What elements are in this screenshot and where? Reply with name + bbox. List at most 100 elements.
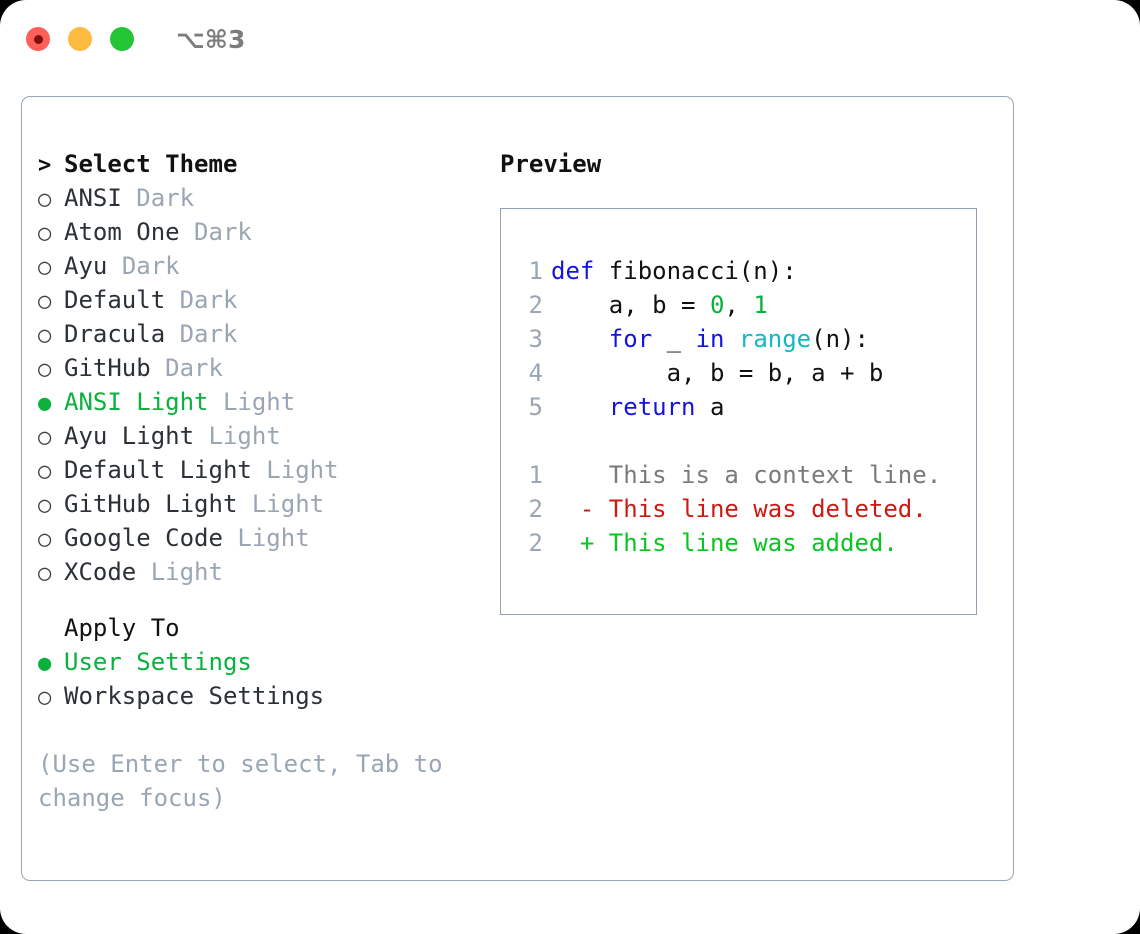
theme-list-item[interactable]: ○Ayu Dark — [38, 249, 488, 283]
code-token-kw: return — [608, 393, 696, 421]
theme-kind-badge: Light — [208, 422, 281, 450]
code-token-plain: a — [695, 393, 725, 421]
radio-selected-icon: ● — [38, 391, 52, 416]
line-number: 1 — [528, 257, 543, 285]
theme-list-item[interactable]: ● ANSI Light Light — [38, 385, 488, 419]
code-token-fn: fibonacci — [608, 257, 739, 285]
radio-unselected-icon: ○ — [38, 357, 52, 382]
code-token-plain: a, b = b, a + b — [551, 359, 884, 387]
hint-spacer — [38, 713, 488, 747]
line-number: 2 — [528, 495, 543, 523]
select-theme-heading: >Select Theme — [38, 147, 488, 181]
code-token-kw: for — [608, 325, 653, 353]
theme-kind-badge: Light — [222, 388, 296, 416]
theme-kind-badge: Dark — [179, 320, 238, 348]
theme-list-item[interactable]: ○ Dracula Dark — [38, 317, 488, 351]
code-line: 3 for _ in range(n): — [517, 322, 976, 356]
code-token-num: 1 — [753, 291, 768, 319]
theme-name: Google Code — [64, 524, 223, 552]
theme-name: Ayu — [64, 252, 108, 280]
apply-to-heading: Apply To — [64, 614, 180, 642]
diff-line: 2 + This line was added. — [517, 526, 976, 560]
theme-list-item[interactable]: ○ Atom One Dark — [38, 215, 488, 249]
theme-kind-badge: Dark — [165, 354, 223, 382]
code-token-plain — [724, 325, 738, 353]
code-token-kw: in — [695, 325, 725, 353]
theme-list-item[interactable]: ○ANSI Dark — [38, 181, 488, 215]
theme-kind-badge: Light — [251, 490, 325, 518]
theme-name: Default Light — [64, 456, 252, 484]
theme-list-item[interactable]: ○Default Dark — [38, 283, 488, 317]
theme-name: XCode — [64, 558, 137, 586]
diff-line: 2 - This line was deleted. — [517, 492, 976, 526]
line-number: 2 — [528, 291, 543, 319]
code-token-plain: (n): — [811, 325, 869, 353]
apply-to-option[interactable]: ● User Settings — [38, 645, 488, 679]
radio-selected-icon: ● — [38, 651, 52, 676]
radio-unselected-icon: ○ — [38, 527, 52, 552]
theme-selection-column: >Select Theme ○ ANSI Dark ○ Atom One Dark ○ A… — [38, 147, 488, 815]
window-titlebar: ⌥⌘3 — [0, 0, 1140, 78]
radio-unselected-icon: ○ — [38, 289, 52, 314]
theme-list-item[interactable]: ○ GitHub Light Light — [38, 487, 488, 521]
code-token-plain: a, b = — [551, 291, 710, 319]
radio-unselected-icon: ○ — [38, 493, 52, 518]
code-line: 4 a, b = b, a + b — [517, 356, 976, 390]
theme-name: GitHub — [64, 354, 151, 382]
radio-unselected-icon: ○ — [38, 425, 52, 450]
theme-list-item[interactable]: ○Default Light Light — [38, 453, 488, 487]
close-icon — [33, 34, 43, 44]
radio-unselected-icon: ○ — [38, 323, 52, 348]
theme-list-item[interactable]: ○ Google Code Light — [38, 521, 488, 555]
diff-sign: - — [579, 495, 595, 523]
line-number: 5 — [528, 393, 543, 421]
apply-to-option-label: Workspace Settings — [64, 682, 325, 710]
radio-unselected-icon: ○ — [38, 221, 52, 246]
theme-list-item[interactable]: ○XCode Light — [38, 555, 488, 589]
theme-list-item[interactable]: ○ Ayu Light Light — [38, 419, 488, 453]
traffic-light-group — [26, 27, 134, 51]
theme-kind-badge: Light — [237, 524, 310, 552]
code-token-num: 0 — [709, 291, 725, 319]
theme-picker-panel: >Select Theme ○ ANSI Dark ○ Atom One Dark ○ A… — [21, 96, 1014, 881]
apply-to-list: ● User Settings ○ Workspace Settings — [38, 645, 488, 713]
maximize-button[interactable] — [110, 27, 134, 51]
theme-name: Ayu Light — [64, 422, 195, 450]
code-token-kw: def — [551, 257, 609, 285]
theme-name: Dracula — [64, 320, 166, 348]
radio-unselected-icon: ○ — [38, 561, 52, 586]
radio-unselected-icon: ○ — [38, 187, 52, 212]
theme-name: ANSI Light — [64, 388, 209, 416]
diff-sample: 1 This is a context line.2 - This line w… — [517, 458, 976, 560]
theme-name: Atom One — [64, 218, 180, 246]
theme-name: GitHub Light — [64, 490, 238, 518]
line-number: 2 — [528, 529, 543, 557]
theme-kind-badge: Dark — [194, 218, 252, 246]
preview-heading: Preview — [500, 150, 602, 178]
radio-unselected-icon: ○ — [38, 685, 52, 710]
keyboard-hint-text: (Use Enter to select, Tab to change focu… — [38, 750, 443, 812]
line-number: 4 — [528, 359, 543, 387]
code-diff-separator — [517, 424, 976, 458]
minimize-button[interactable] — [68, 27, 92, 51]
theme-list-item[interactable]: ○ GitHub Dark — [38, 351, 488, 385]
line-number: 3 — [528, 325, 543, 353]
code-token-plain — [551, 393, 609, 421]
diff-sign — [580, 461, 594, 489]
theme-kind-badge: Dark — [179, 286, 238, 314]
diff-sign: + — [579, 529, 595, 557]
code-token-plain: , — [724, 291, 754, 319]
section-spacer — [38, 589, 488, 611]
keyboard-shortcut-label: ⌥⌘3 — [176, 24, 246, 54]
radio-unselected-icon: ○ — [38, 255, 52, 280]
theme-name: ANSI — [64, 184, 122, 212]
diff-line: 1 This is a context line. — [517, 458, 976, 492]
close-button[interactable] — [26, 27, 50, 51]
code-token-builtin: range — [738, 325, 812, 353]
apply-to-option-label: User Settings — [64, 648, 252, 676]
apply-to-option[interactable]: ○ Workspace Settings — [38, 679, 488, 713]
code-line: 2 a, b = 0, 1 — [517, 288, 976, 322]
